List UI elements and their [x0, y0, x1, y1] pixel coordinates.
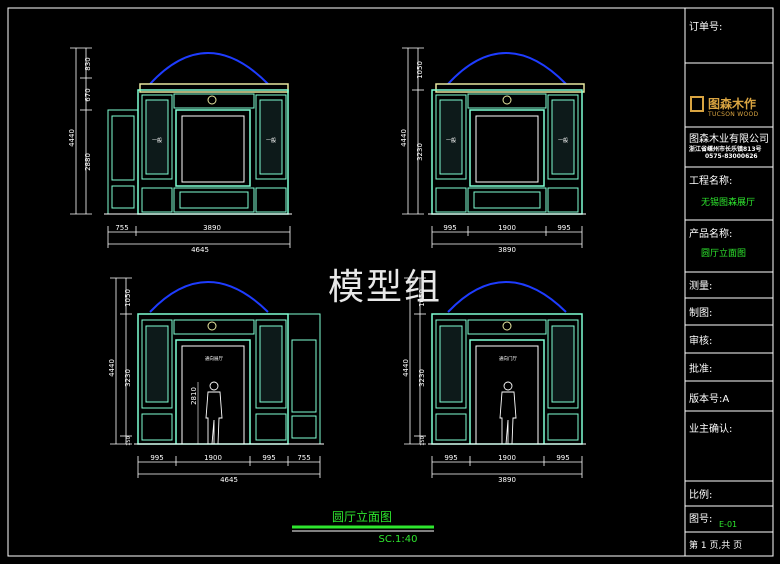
dim-br-h2: 150: [420, 436, 426, 446]
dim-tl-h0: 830: [84, 57, 92, 70]
dim-bl-h1: 3230: [124, 369, 132, 387]
company-address: 浙江省嵊州市长乐镇813号: [689, 146, 762, 153]
dim-tl-w1: 3890: [203, 224, 221, 232]
logo-mark-icon: [690, 96, 704, 112]
project-value: 无锡图森展厅: [701, 198, 756, 208]
dim-br-overall: 3890: [498, 476, 516, 484]
watermark-text: 模型组: [328, 267, 443, 308]
dim-tl-overall: 4645: [191, 246, 209, 254]
arch: [447, 281, 567, 313]
approve-label: 批准:: [689, 364, 713, 375]
dim-bl-overall: 4645: [220, 476, 238, 484]
dim-br-h1: 3230: [418, 369, 426, 387]
arch: [149, 281, 269, 313]
dim-bl-w0: 995: [150, 454, 163, 462]
dim-tr-overall: 3890: [498, 246, 516, 254]
panel-mark-tl-right: 一般: [266, 137, 276, 144]
panel-mark-tr-left: 一般: [446, 137, 456, 144]
dimensions-bottom-right: [404, 277, 583, 478]
drawing-scale: SC.1:40: [379, 534, 418, 545]
dim-bl-h2: 150: [126, 436, 132, 446]
title-block-grid: [685, 62, 773, 533]
door-label-br: 通向门厅: [499, 355, 517, 362]
dim-br-total: 4440: [402, 359, 410, 377]
logo-brand-cn: 图森木作: [708, 97, 757, 111]
dim-br-w2: 995: [556, 454, 569, 462]
company-name: 图森木业有限公司: [689, 134, 769, 145]
dim-bl-w2: 995: [262, 454, 275, 462]
drafter-label: 制图:: [689, 308, 713, 319]
logo-brand-en: TUCSON WOOD: [708, 111, 759, 118]
drawing-no-label: 图号:: [689, 514, 713, 525]
ratio-label: 比例:: [689, 490, 713, 501]
elevation-bottom-left: [134, 281, 324, 445]
order-no-label: 订单号:: [689, 22, 723, 33]
company-logo: 图森木作 TUCSON WOOD: [690, 94, 770, 124]
version-label: 版本号:A: [689, 394, 730, 405]
drawing-no-value: E-01: [719, 520, 738, 529]
product-label: 产品名称:: [689, 229, 733, 240]
human-figure: [499, 381, 517, 445]
title-block: 订单号: 图森木作 TUCSON WOOD 图森木业有限公司 浙江省嵊州市长乐镇…: [685, 8, 773, 556]
product-value: 圆厅立面图: [701, 249, 747, 259]
dim-bl-total: 4440: [108, 359, 116, 377]
dim-bl-door: 2810: [190, 387, 198, 405]
door-label-bl: 通向展厅: [205, 355, 223, 362]
dim-bl-h0: 1050: [124, 289, 132, 307]
panel-mark-tl-left: 一般: [152, 137, 162, 144]
dim-tl-h1: 670: [84, 88, 92, 101]
dim-tl-w0: 755: [115, 224, 128, 232]
dim-bl-w1: 1900: [204, 454, 222, 462]
project-label: 工程名称:: [689, 176, 733, 187]
dim-br-w0: 995: [444, 454, 457, 462]
sheet-border: [7, 7, 774, 557]
dim-tr-w0: 995: [443, 224, 456, 232]
dim-tr-h0: 1050: [416, 61, 424, 79]
dim-tr-w2: 995: [557, 224, 570, 232]
dim-bl-w3: 755: [297, 454, 310, 462]
measure-label: 测量:: [689, 281, 713, 292]
owner-confirm-label: 业主确认:: [689, 424, 733, 435]
dim-tr-h1: 3230: [416, 143, 424, 161]
review-label: 审核:: [689, 336, 713, 347]
dim-br-w1: 1900: [498, 454, 516, 462]
dim-tr-w1: 1900: [498, 224, 516, 232]
human-figure: [205, 381, 223, 445]
drawing-title: 圆厅立面图: [332, 509, 392, 524]
elevation-bottom-right: [428, 281, 586, 445]
arch: [149, 52, 269, 85]
page-count: 第 1 页,共 页: [689, 541, 743, 551]
arch: [447, 52, 567, 85]
dim-tl-total: 4440: [68, 129, 76, 147]
dimensions-bottom-left: [110, 277, 321, 478]
dimensions-top-right: [402, 47, 583, 248]
dim-tr-total: 4440: [400, 129, 408, 147]
elevation-top-left: [104, 52, 292, 215]
elevation-top-right: [428, 52, 586, 215]
company-phone: 0575-83000626: [705, 153, 758, 160]
dim-br-h0: 1050: [418, 289, 426, 307]
panel-mark-tr-right: 一般: [558, 137, 568, 144]
dimensions-top-left: [70, 47, 291, 248]
dim-tl-h2: 2880: [84, 153, 92, 171]
